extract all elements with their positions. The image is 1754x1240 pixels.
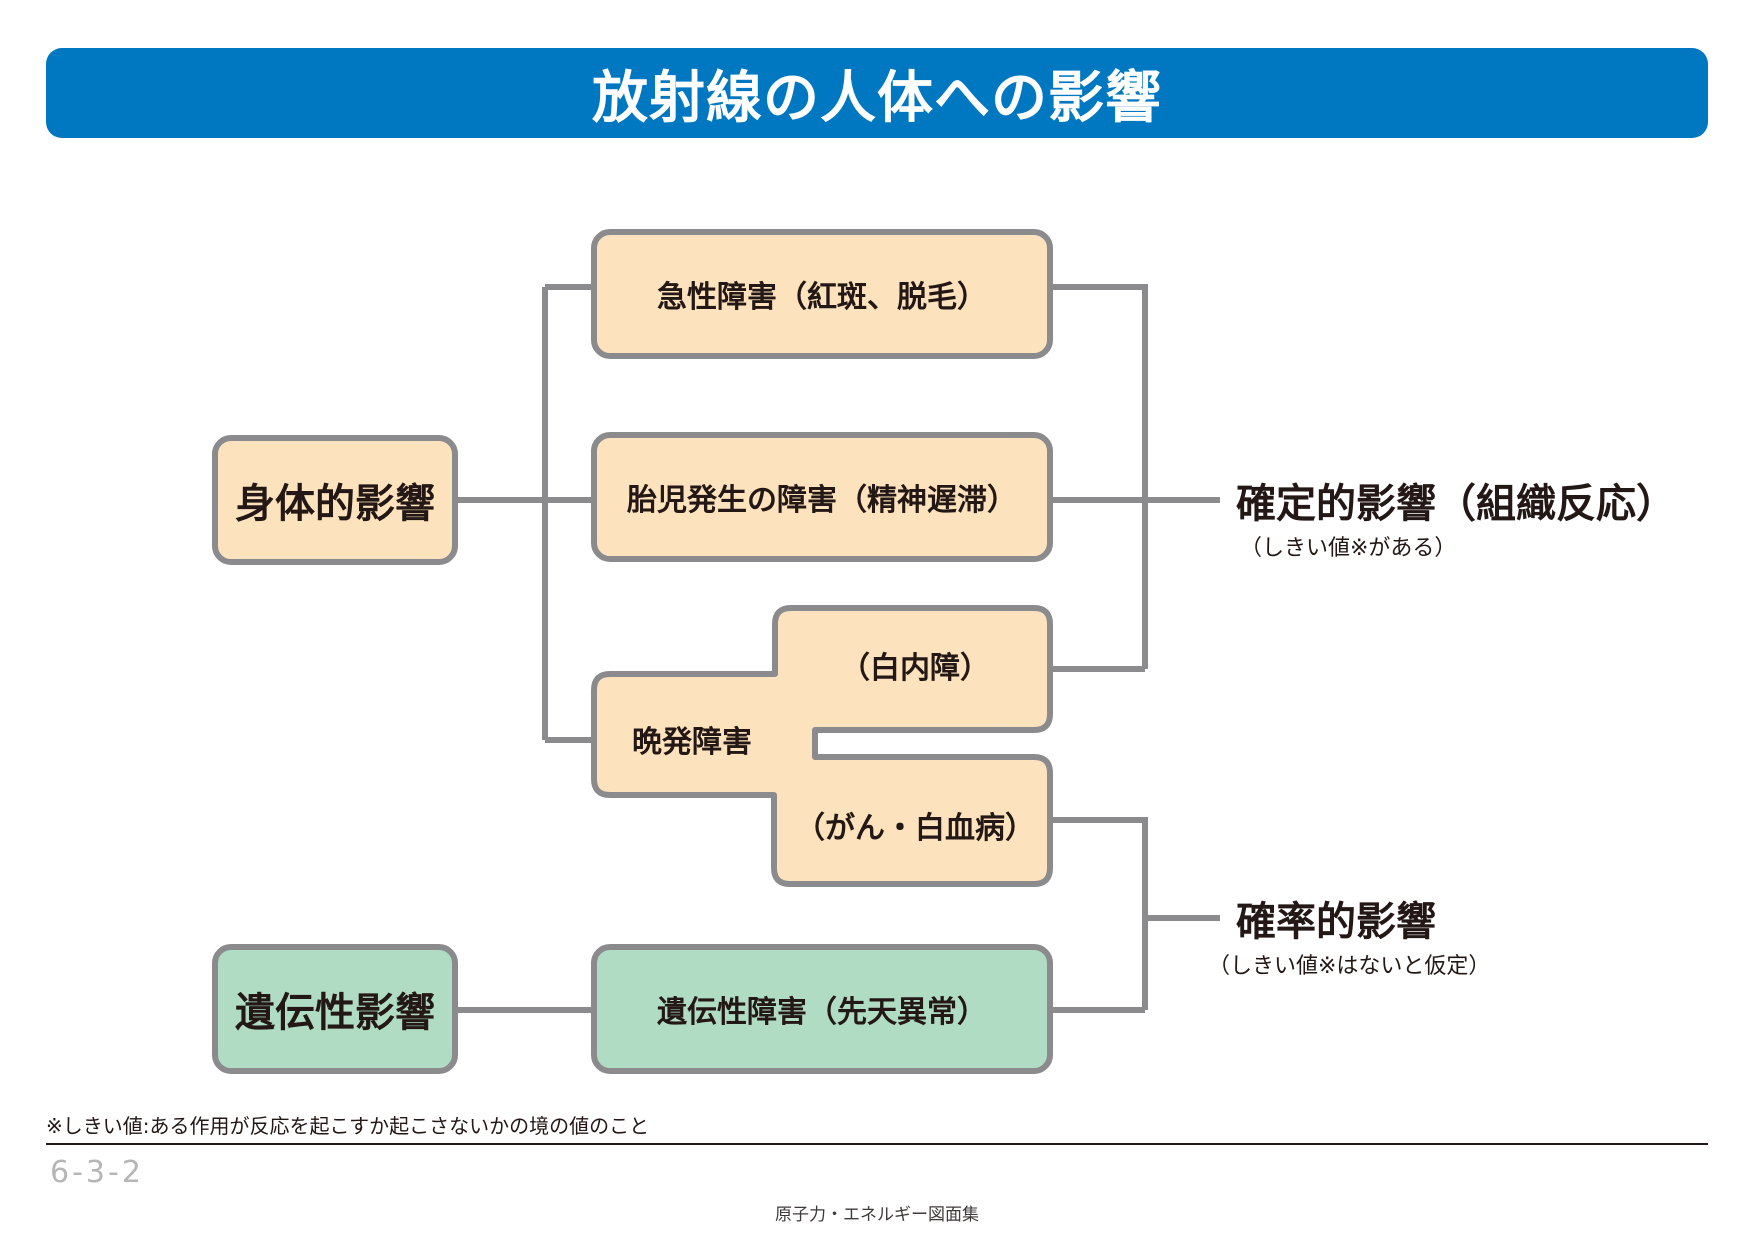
connector-lines: [458, 284, 1220, 1013]
hereditary-effects-label: 遺伝性影響: [235, 990, 435, 1036]
page-number: 6-3-2: [50, 1155, 144, 1190]
source-credit: 原子力・エネルギー図面集: [775, 1205, 979, 1225]
acute-disorder-label: 急性障害（紅斑、脱毛）: [657, 280, 987, 315]
connector-deterministic-bus: [1053, 284, 1220, 672]
hereditary-disorder-label: 遺伝性障害（先天異常）: [657, 995, 987, 1030]
cataract-label: （白内障）: [840, 651, 990, 686]
boxes: [212, 229, 1053, 1074]
title-bar: 放射線の人体への影響: [46, 48, 1708, 138]
deterministic-threshold-note: （しきい値※がある）: [1240, 536, 1457, 561]
box-somatic: [212, 435, 458, 565]
threshold-footnote: ※しきい値:ある作用が反応を起こすか起こさないかの境の値のこと: [46, 1114, 650, 1138]
stochastic-threshold-note: （しきい値※はないと仮定）: [1208, 954, 1491, 979]
footer-divider: [46, 1143, 1708, 1145]
deterministic-effects-label: 確定的影響（組織反応）: [1236, 481, 1676, 527]
cancer-leukemia-label: （がん・白血病）: [795, 811, 1035, 846]
box-late: [591, 605, 1053, 887]
connector-stochastic-bus: [1053, 817, 1220, 1013]
box-fetal: [591, 432, 1053, 562]
box-acute: [591, 229, 1053, 359]
box-hereditary: [212, 944, 458, 1074]
connector-somatic-bus: [458, 284, 592, 743]
page-title: 放射線の人体への影響: [592, 65, 1162, 131]
somatic-effects-label: 身体的影響: [235, 481, 435, 527]
stochastic-effects-label: 確率的影響: [1236, 899, 1436, 945]
box-hereditary-disorder: [591, 944, 1053, 1074]
fetal-disorder-label: 胎児発生の障害（精神遅滞）: [627, 483, 1017, 518]
late-disorder-label: 晩発障害: [632, 725, 752, 760]
